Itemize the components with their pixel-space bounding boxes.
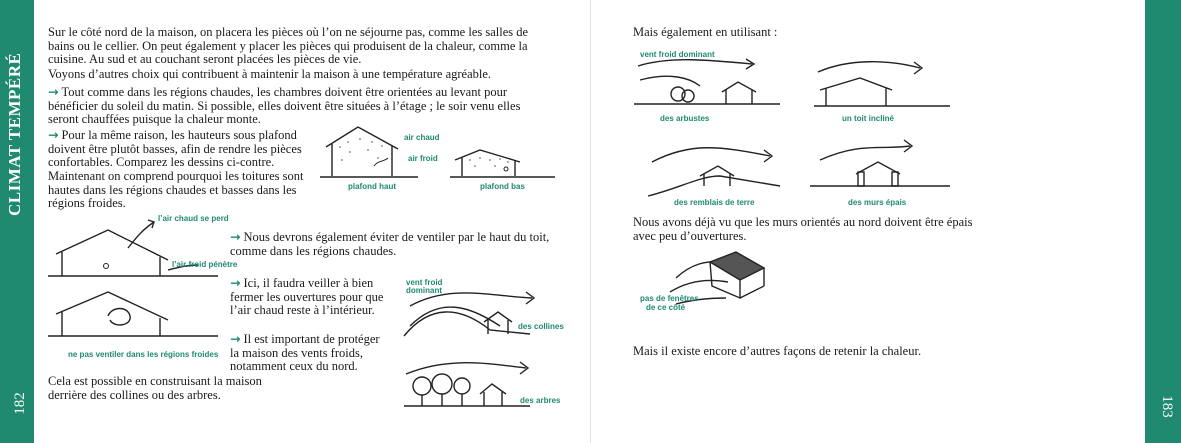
north-wall-illustration: pas de fenêtres de ce côté [636, 248, 776, 318]
page-number-right: 183 [1158, 395, 1175, 418]
north-wall-drawing [669, 251, 766, 305]
label-des-arbustes: des arbustes [660, 114, 710, 123]
label-plafond-bas: plafond bas [480, 182, 525, 191]
label-plafond-haut: plafond haut [348, 182, 396, 191]
label-des-arbres: des arbres [520, 396, 561, 405]
paragraph: Nous avons déjà vu que les murs orientés… [633, 215, 973, 243]
ceiling-height-illustration: air chaud air froid plafond haut plafond… [320, 122, 555, 197]
left-margin-band: CLIMAT TEMPÉRÉ 182 [0, 0, 34, 443]
arrow-icon: → [48, 84, 59, 99]
label-air-chaud-se-perd: l’air chaud se perd [158, 214, 229, 223]
arrow-icon: → [48, 127, 59, 142]
label-un-toit-incline: un toit incliné [842, 114, 894, 123]
label-air-froid-penetre: l’air froid pénètre [172, 260, 238, 269]
paragraph: Maintenant on comprend pourquoi les toit… [48, 169, 304, 210]
label-pas-de-fenetres: pas de fenêtres [640, 294, 699, 303]
caption-ne-pas-ventiler: ne pas ventiler dans les régions froides [68, 350, 219, 359]
paragraph: Sur le côté nord de la maison, on placer… [48, 25, 529, 66]
arrow-icon: → [230, 229, 241, 244]
arrow-icon: → [230, 275, 241, 290]
paragraph: Mais également en utilisant : [633, 25, 778, 39]
paragraph: →Il est important de protéger la maison … [230, 331, 380, 373]
hills-trees-illustration: vent froid dominant des collines des arb… [400, 276, 570, 416]
label-remblais: des remblais de terre [674, 198, 755, 207]
paragraph: Voyons d’autres choix qui contribuent à … [48, 67, 492, 81]
running-title-right: LE CLIMAT [1095, 18, 1111, 101]
label-vent-froid: vent froid [406, 278, 443, 287]
page-number-left: 182 [11, 392, 28, 415]
paragraph: →Pour la même raison, les hauteurs sous … [48, 127, 302, 169]
ventilation-illustration: l’air chaud se perd l’air froid pénètre … [48, 210, 237, 360]
paragraph: Mais il existe encore d’autres façons de… [633, 344, 922, 358]
ceiling-drawing [320, 126, 555, 178]
label-air-chaud: air chaud [404, 133, 440, 142]
label-air-froid: air froid [408, 154, 438, 163]
label-de-ce-cote: de ce côté [646, 303, 686, 312]
hills-trees-drawing [403, 291, 536, 407]
label-des-collines: des collines [518, 322, 564, 331]
paragraph: →Ici, il faudra veiller à bien fermer le… [230, 275, 384, 317]
label-murs-epais: des murs épais [848, 198, 907, 207]
paragraph: →Nous devrons également éviter de ventil… [230, 229, 550, 258]
ventilation-drawing [48, 219, 218, 337]
wind-protection-illustrations: vent froid dominant des arbustes un toit… [630, 46, 950, 207]
wind-protection-drawing [634, 58, 950, 197]
paragraph: Cela est possible en construisant la mai… [48, 374, 262, 402]
page-gutter [590, 0, 591, 443]
right-margin-band: LE CLIMAT 183 [1096, 0, 1181, 443]
label-dominant: dominant [406, 286, 442, 295]
label-vent-froid-dominant: vent froid dominant [640, 50, 715, 59]
arrow-icon: → [230, 331, 241, 346]
paragraph: →Tout comme dans les régions chaudes, le… [48, 84, 521, 126]
